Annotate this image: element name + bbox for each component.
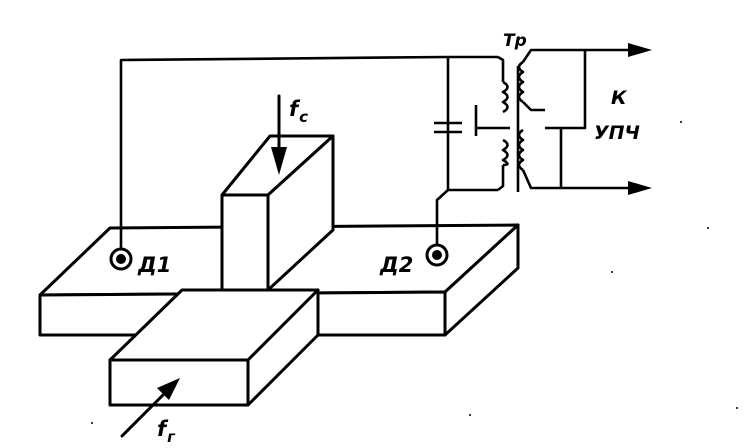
transformer-label: Тр bbox=[503, 31, 527, 51]
diode-d2: Д2 bbox=[379, 243, 449, 277]
heterodyne-freq-main: f bbox=[157, 417, 169, 441]
signal-freq-label: fc bbox=[289, 97, 308, 126]
diode-d1-label: Д1 bbox=[137, 253, 171, 277]
heterodyne-waveguide-arm bbox=[108, 288, 320, 407]
heterodyne-freq-sub: г bbox=[167, 428, 176, 446]
heterodyne-frequency-arrow: fг bbox=[120, 378, 180, 446]
output-arrows: К УПЧ bbox=[561, 43, 652, 195]
output-label-line2: УПЧ bbox=[594, 122, 640, 144]
capacitor bbox=[434, 121, 462, 134]
heterodyne-freq-label: fг bbox=[157, 417, 176, 446]
wiring bbox=[119, 55, 505, 249]
scan-specks bbox=[91, 121, 738, 424]
transformer: Тр bbox=[474, 31, 587, 192]
diode-d2-label: Д2 bbox=[379, 253, 413, 277]
signal-freq-sub: c bbox=[299, 108, 308, 126]
signal-freq-main: f bbox=[289, 97, 301, 121]
output-label-line1: К bbox=[611, 87, 628, 109]
signal-frequency-arrow: fc bbox=[271, 94, 308, 175]
